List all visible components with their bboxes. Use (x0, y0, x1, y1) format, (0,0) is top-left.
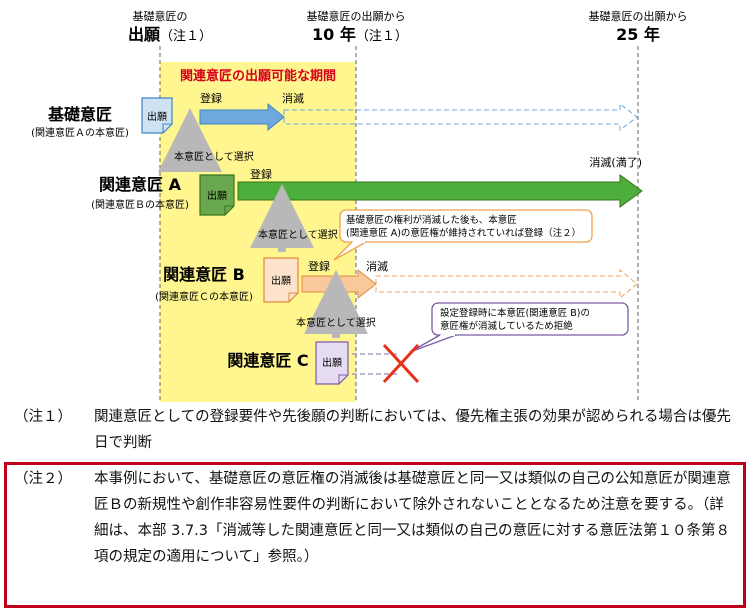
note-1-label: （注１） (14, 404, 72, 430)
a-doc-label: 出願 (207, 189, 227, 202)
reject-cross-icon (384, 345, 418, 382)
row-b-title: 関連意匠 B (163, 265, 245, 284)
base-doc-label: 出願 (147, 110, 167, 123)
note-2-label: （注２） (14, 466, 72, 492)
note-1-text: 関連意匠としての登録要件や先後願の判断においては、優先権主張の効果が認められる場… (94, 404, 734, 456)
header-25y-big: 25 年 (616, 25, 660, 44)
row-a-title: 関連意匠 A (99, 175, 182, 194)
base-extinct-label: 消滅 (282, 91, 304, 105)
header-25y-small: 基礎意匠の出願から (589, 9, 688, 23)
header-10y-big: 10 年 (312, 25, 356, 44)
row-a-subtitle: (関連意匠Ｂの本意匠) (91, 198, 189, 211)
callout-b-line2: (関連意匠 A)の意匠権が維持されていれば登録（注２） (346, 227, 581, 239)
a-expiry-label: 消滅(満了) (589, 155, 642, 169)
header-10y: 10 年（注１） (312, 25, 408, 44)
b-application-doc: 出願 (264, 258, 298, 302)
row-b-subtitle: (関連意匠Ｃの本意匠) (155, 290, 253, 303)
b-extinct-arrow (376, 270, 637, 298)
row-c-title: 関連意匠 C (227, 351, 308, 370)
note-1: （注１） 関連意匠としての登録要件や先後願の判断においては、優先権主張の効果が認… (14, 404, 744, 458)
header-filing-big: 出願 (128, 25, 161, 44)
callout-c-line1: 設定登録時に本意匠(関連意匠 B)の (440, 307, 590, 319)
b-register-label: 登録 (308, 259, 330, 273)
select-label-a: 本意匠として選択 (174, 150, 254, 163)
select-label-b: 本意匠として選択 (258, 228, 338, 241)
header-10y-note: （注１） (356, 29, 408, 44)
header-filing-small: 基礎意匠の (133, 9, 188, 23)
header-filing: 出願（注１） (128, 25, 212, 44)
b-extinct-label: 消滅 (366, 259, 388, 273)
row-base-subtitle: (関連意匠Ａの本意匠) (31, 126, 129, 139)
callout-c: 設定登録時に本意匠(関連意匠 B)の 意匠権が消滅しているため拒絶 (410, 303, 628, 352)
base-register-label: 登録 (200, 91, 222, 105)
header-10y-small: 基礎意匠の出願から (307, 9, 406, 23)
callout-b: 基礎意匠の権利が消滅した後も、本意匠 (関連意匠 A)の意匠権が維持されていれば… (334, 210, 592, 260)
note-2: （注２） 本事例において、基礎意匠の意匠権の消滅後は基礎意匠と同一又は類似の自己… (14, 466, 744, 606)
c-doc-label: 出願 (322, 356, 342, 369)
callout-c-line2: 意匠権が消滅しているため拒絶 (440, 320, 573, 332)
note-2-text: 本事例において、基礎意匠の意匠権の消滅後は基礎意匠と同一又は類似の自己の公知意匠… (94, 466, 734, 570)
related-design-timeline-diagram: 関連意匠の出願可能な期間 基礎意匠の 出願（注１） 基礎意匠の出願から 10 年… (0, 0, 754, 410)
filing-period-label: 関連意匠の出願可能な期間 (180, 68, 336, 84)
a-application-doc: 出願 (200, 175, 234, 215)
select-label-c: 本意匠として選択 (296, 316, 376, 329)
callout-b-line1: 基礎意匠の権利が消滅した後も、本意匠 (346, 214, 517, 226)
header-filing-note: （注１） (160, 29, 212, 44)
base-application-doc: 出願 (142, 98, 172, 133)
b-doc-label: 出願 (271, 274, 291, 287)
row-base-title: 基礎意匠 (47, 105, 112, 124)
c-application-doc: 出願 (316, 342, 348, 384)
a-register-label: 登録 (250, 167, 272, 181)
